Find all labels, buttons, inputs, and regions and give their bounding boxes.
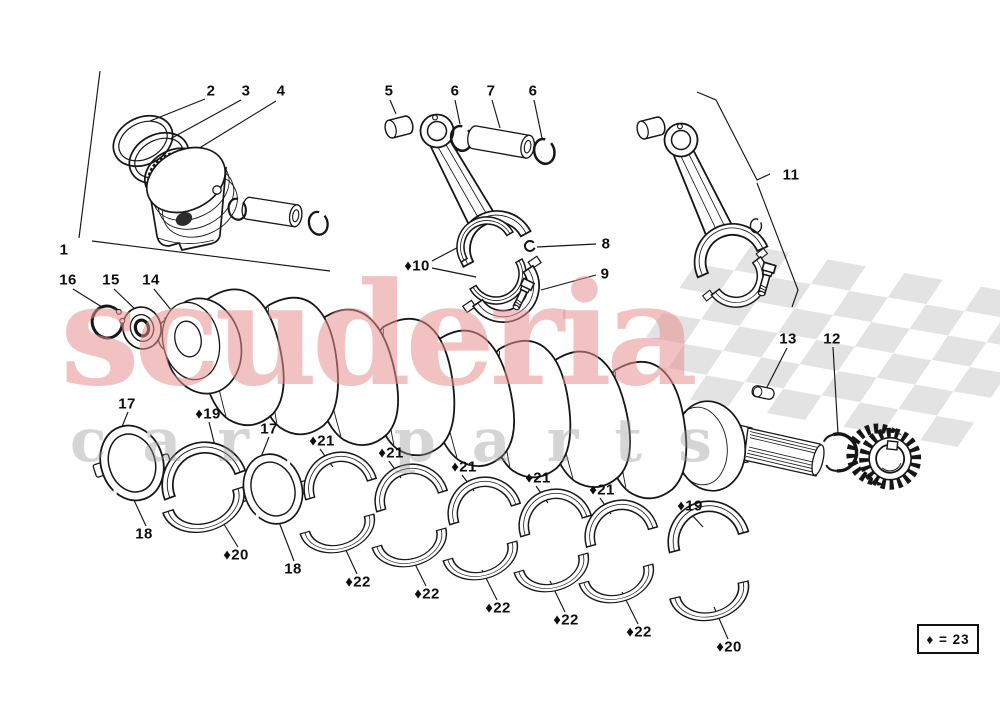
- part-label-11: 11: [782, 166, 800, 184]
- piston-assembly: [112, 114, 332, 251]
- part-label-10: ♦10: [404, 257, 430, 275]
- legend-box: ♦ = 23: [917, 624, 979, 654]
- part-label-3: 3: [241, 82, 251, 100]
- part-label-16: 16: [59, 271, 77, 289]
- part-label-22e: ♦22: [626, 623, 652, 641]
- part-label-20b: ♦20: [716, 638, 742, 656]
- piston-pin: [241, 196, 303, 228]
- part-label-21c: ♦21: [451, 458, 477, 476]
- thrust-washers: [83, 414, 318, 535]
- part-label-13: 13: [779, 330, 797, 348]
- front-hub: [157, 297, 243, 395]
- crankshaft: [90, 281, 922, 505]
- rear-snap-ring: [822, 432, 859, 473]
- part-label-21a: ♦21: [309, 432, 335, 450]
- part-label-14: 14: [142, 271, 160, 289]
- part-label-22a: ♦22: [345, 573, 371, 591]
- part-label-15: 15: [102, 271, 120, 289]
- part-label-8: 8: [601, 235, 611, 253]
- pin-circlip-icon: [305, 208, 332, 238]
- part-label-6a: 6: [450, 82, 460, 100]
- piston-ring-top: [112, 114, 174, 168]
- part-label-20a: ♦20: [223, 546, 249, 564]
- connecting-rod-left: [382, 113, 562, 342]
- part-label-4: 4: [276, 82, 286, 100]
- front-snap-ring: [90, 304, 126, 340]
- part-label-2: 2: [206, 82, 216, 100]
- part-label-1: 1: [59, 241, 69, 259]
- part-label-19b: ♦19: [677, 497, 703, 515]
- connecting-rod-right: [634, 115, 787, 326]
- woodruff-key: [751, 385, 775, 400]
- legend-note: ♦ = 23: [926, 631, 970, 647]
- part-label-7: 7: [486, 82, 496, 100]
- part-label-21e: ♦21: [589, 481, 615, 499]
- part-label-18b: 18: [284, 560, 302, 578]
- piston: [146, 146, 238, 251]
- part-label-6b: 6: [528, 82, 538, 100]
- timing-sprocket: [846, 423, 922, 490]
- part-label-17b: 17: [260, 420, 278, 438]
- part-label-21d: ♦21: [525, 469, 551, 487]
- part-label-12: 12: [823, 330, 841, 348]
- part-label-22c: ♦22: [485, 599, 511, 617]
- part-label-19a: ♦19: [195, 405, 221, 423]
- gudgeon-pin: [467, 125, 535, 159]
- part-label-22b: ♦22: [414, 585, 440, 603]
- part-label-5: 5: [384, 82, 394, 100]
- part-label-18a: 18: [135, 525, 153, 543]
- front-bearing: [122, 306, 162, 350]
- part-label-9: 9: [600, 265, 610, 283]
- part-label-22d: ♦22: [553, 611, 579, 629]
- retaining-clip: [523, 240, 536, 252]
- part-label-17a: 17: [118, 395, 136, 413]
- part-label-21b: ♦21: [378, 444, 404, 462]
